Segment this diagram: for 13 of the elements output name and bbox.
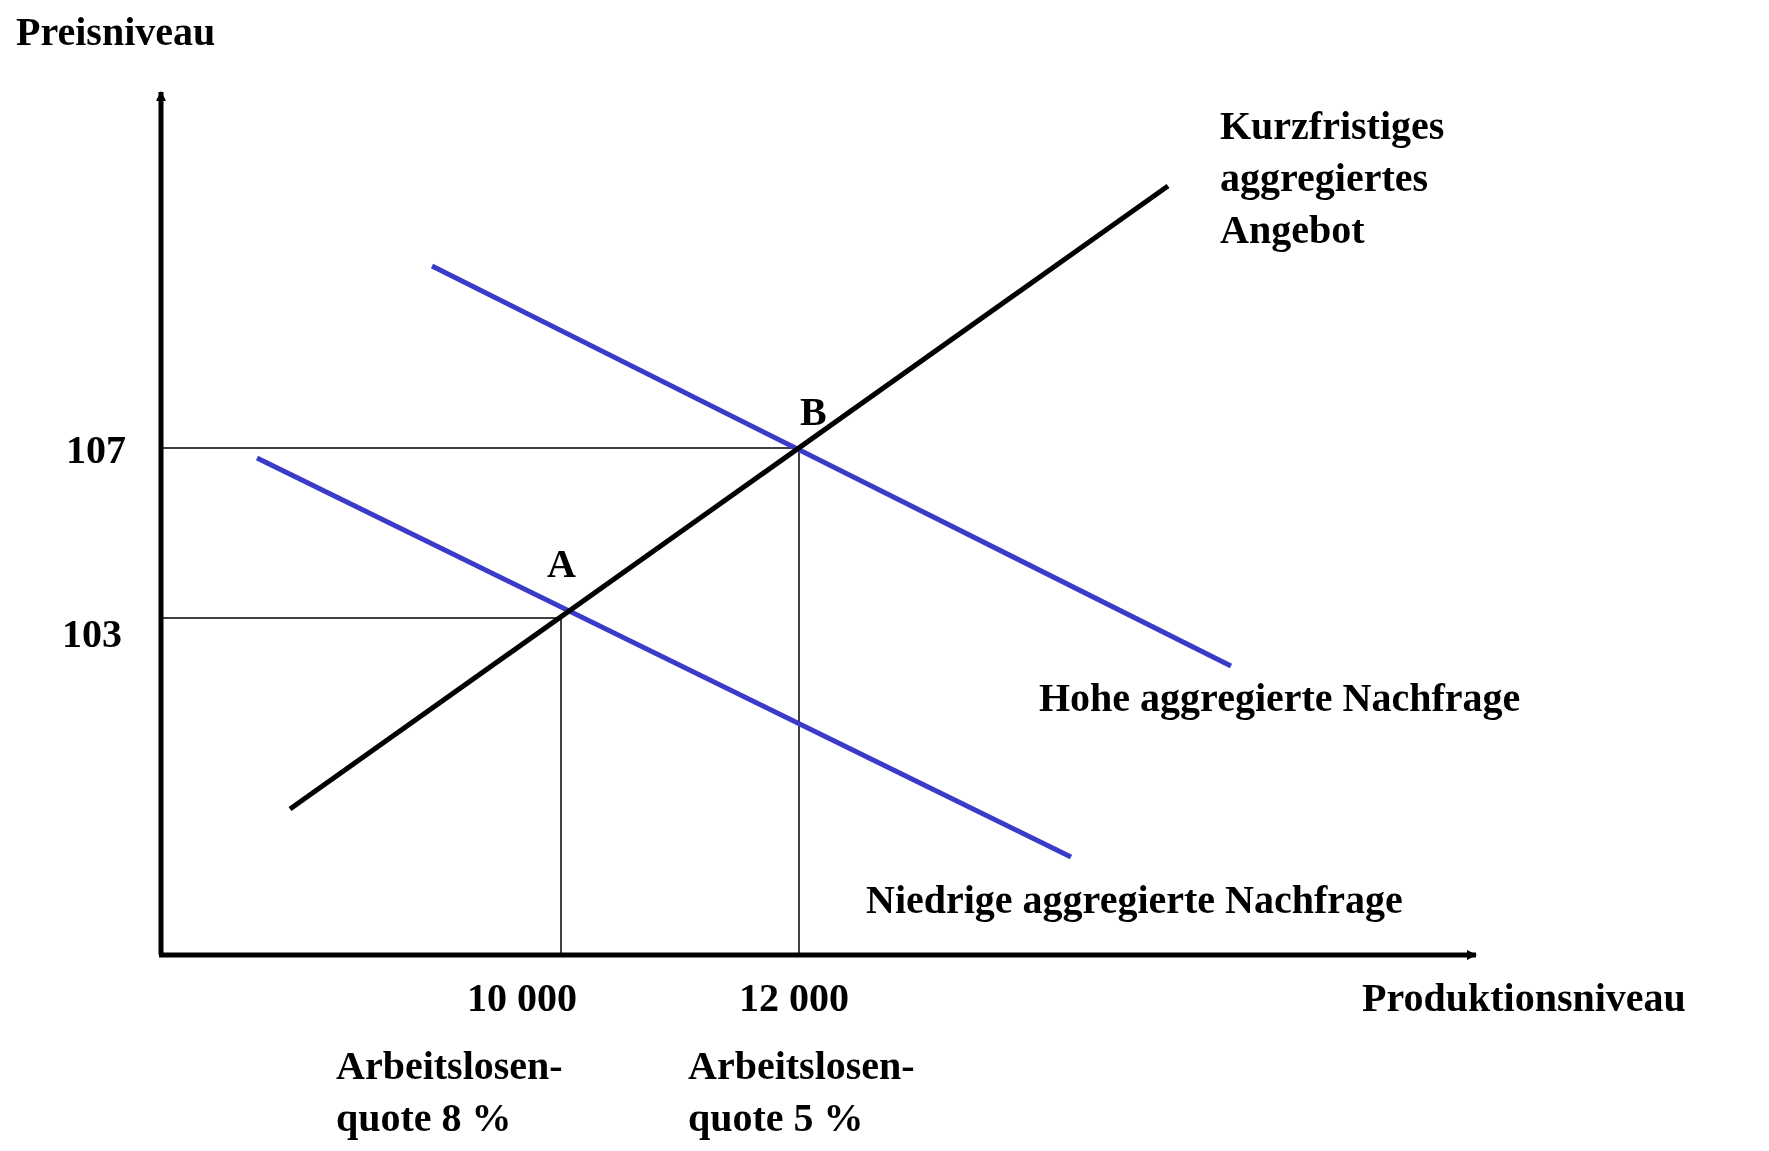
- curve-label: Niedrige aggregierte Nachfrage: [866, 876, 1403, 924]
- rate-label: Arbeitslosen- quote 5 %: [688, 1042, 916, 1142]
- tick-label: 12 000: [739, 974, 849, 1022]
- point-label: B: [800, 388, 827, 436]
- rate-label: Arbeitslosen- quote 8 %: [336, 1042, 564, 1142]
- tick-label: 103: [62, 610, 122, 658]
- tick-label: 10 000: [467, 974, 577, 1022]
- axis-title: Preisniveau: [16, 8, 216, 56]
- tick-label: 107: [66, 426, 126, 474]
- point-label: A: [547, 540, 576, 588]
- axis-title: Produktionsniveau: [1362, 974, 1686, 1022]
- curve-label: Kurzfristiges aggregiertes Angebot: [1220, 102, 1446, 254]
- curve-label: Hohe aggregierte Nachfrage: [1039, 674, 1521, 722]
